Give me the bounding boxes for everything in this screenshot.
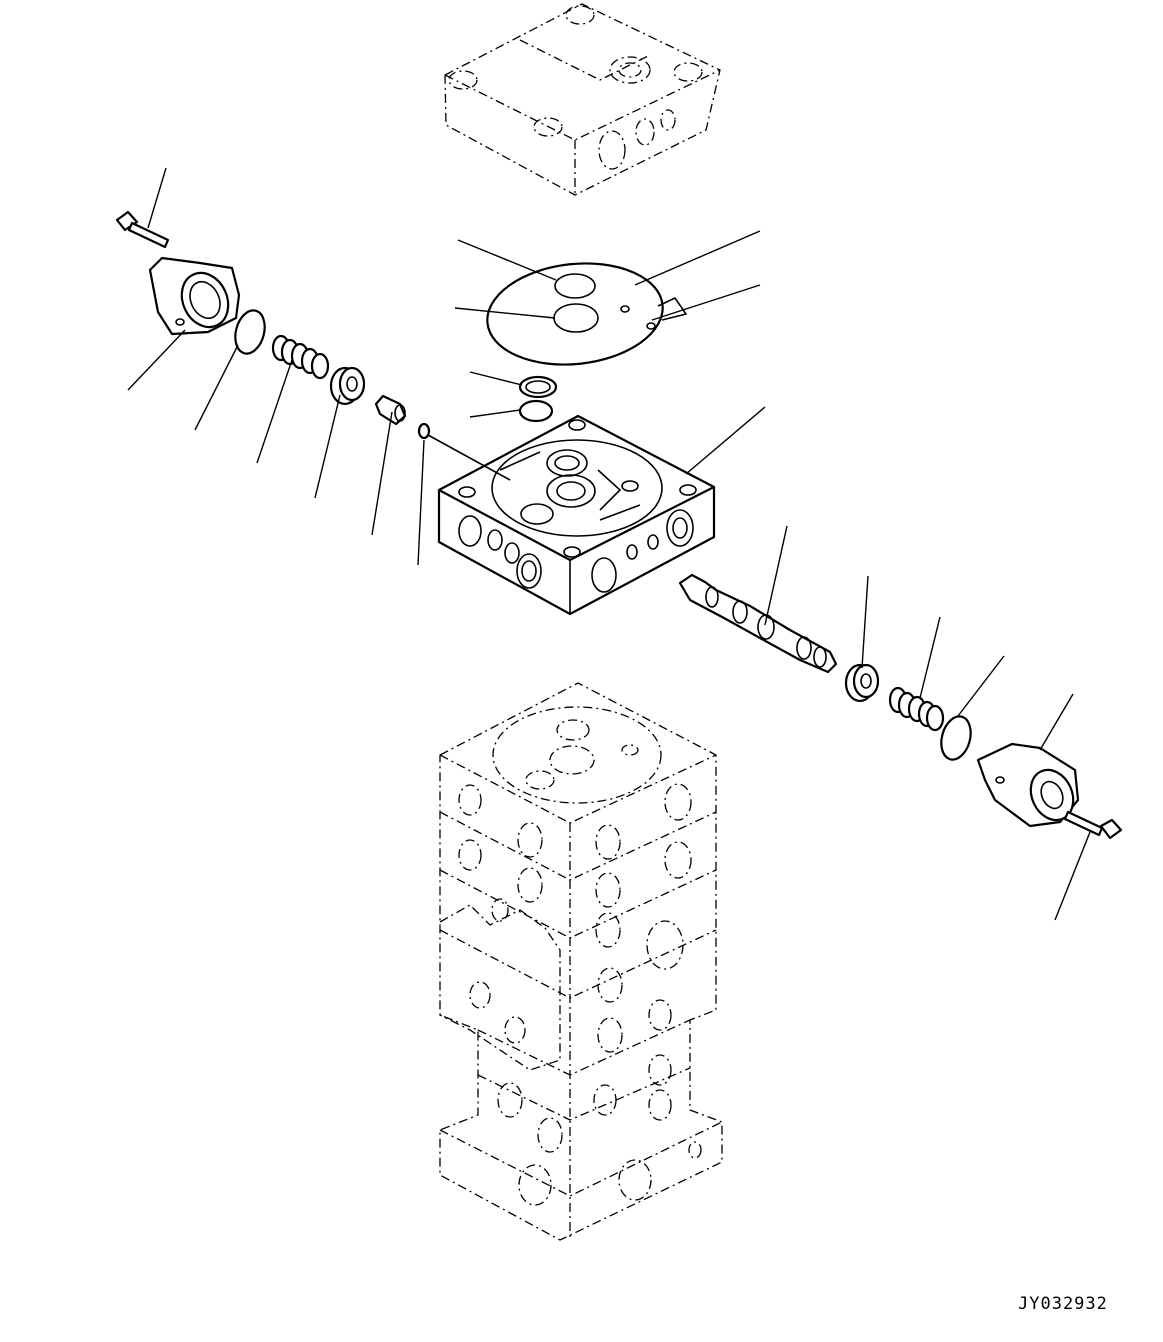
left-spring-seat — [329, 366, 366, 406]
right-spool-cap — [976, 742, 1080, 828]
left-spring — [271, 334, 330, 380]
right-spring — [888, 686, 945, 732]
right-flange-bolt — [1063, 810, 1123, 840]
upper-valve-block-section — [444, 3, 721, 196]
small-plug — [374, 394, 407, 426]
o-ring-large — [518, 375, 558, 399]
leader-lines — [127, 167, 1091, 921]
drawing-reference-code: JY032932 — [1018, 1294, 1108, 1314]
left-spool-cap — [148, 256, 241, 336]
lower-valve-stack — [439, 682, 723, 1241]
right-o-ring — [940, 715, 972, 761]
small-o-ring — [417, 422, 431, 440]
valve-section-body — [437, 414, 716, 616]
left-o-ring — [234, 309, 266, 355]
gasket-plate — [486, 262, 688, 366]
right-spring-seat — [844, 663, 880, 703]
o-ring-small — [518, 399, 554, 423]
spool — [678, 573, 838, 674]
left-flange-bolt — [115, 210, 170, 249]
